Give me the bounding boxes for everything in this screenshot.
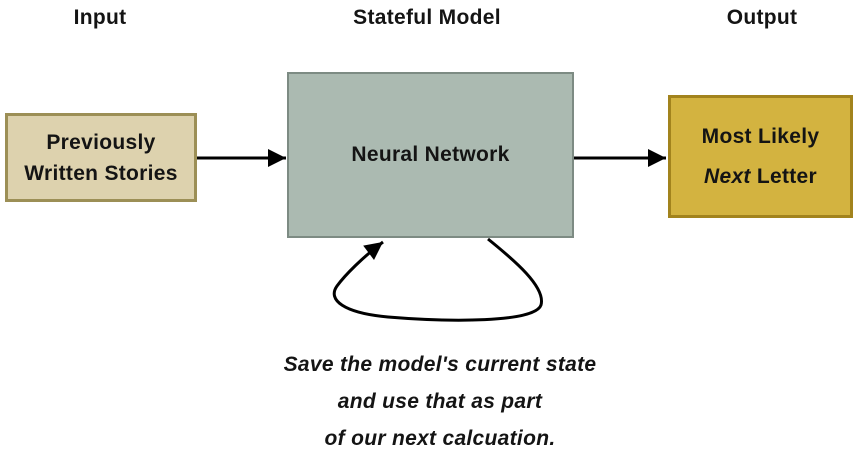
- loop-caption-line2: and use that as part: [337, 390, 543, 413]
- input-node: Previously Written Stories: [5, 113, 197, 202]
- loop-caption: Save the model's current state and use t…: [240, 346, 640, 457]
- neural-network-node-label: Neural Network: [351, 143, 510, 166]
- output-node-label-letter: Letter: [750, 164, 817, 188]
- loop-caption-line3: of our next calcuation.: [324, 427, 556, 450]
- loop-caption-line1: Save the model's current state: [283, 353, 597, 376]
- column-header-output: Output: [726, 6, 798, 29]
- output-node-label-line1: Most Likely: [701, 124, 820, 148]
- arrow-recurrent-loop: [332, 237, 543, 322]
- output-node: Most Likely Next Letter: [668, 95, 853, 218]
- input-node-label-line2: Written Stories: [24, 161, 178, 185]
- input-node-label-line1: Previously: [46, 130, 156, 154]
- output-node-label-next-italic: Next: [704, 164, 751, 188]
- output-node-label-line2: Next Letter: [704, 157, 817, 197]
- column-header-stateful-model: Stateful Model: [353, 6, 501, 29]
- neural-network-node: Neural Network: [287, 72, 574, 238]
- column-header-input: Input: [73, 6, 127, 29]
